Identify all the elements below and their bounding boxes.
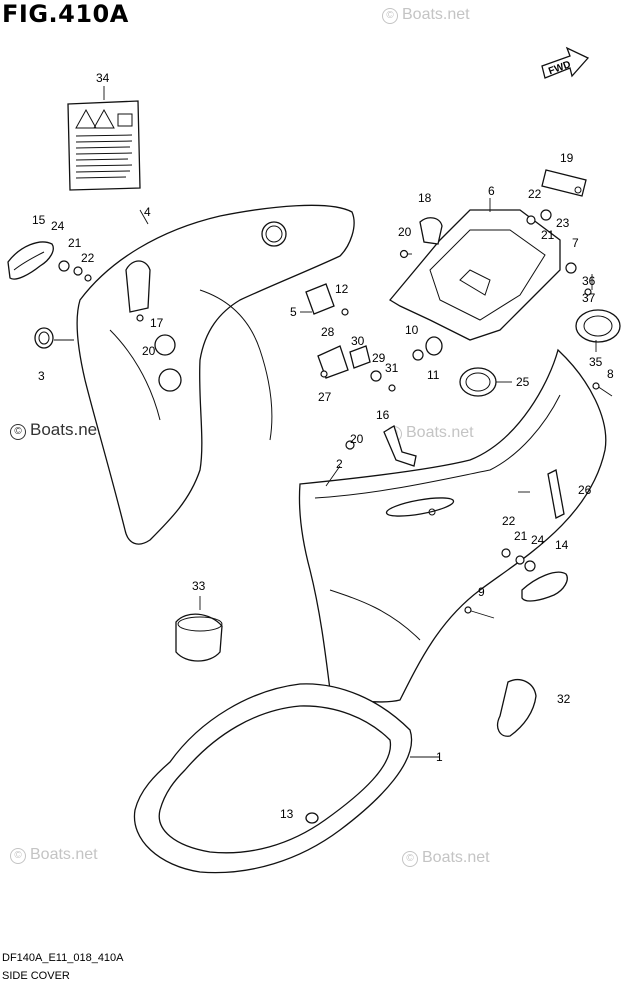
seal-boot-part-25: [459, 367, 512, 397]
callout-16: 16: [376, 408, 390, 422]
callout-4: 4: [144, 205, 151, 219]
figure-code: DF140A_E11_018_410A: [2, 952, 124, 964]
seal-frame-part-1: [133, 683, 430, 874]
callout-5: 5: [290, 305, 297, 319]
callout-13: 13: [280, 807, 294, 821]
callout-37: 37: [582, 291, 596, 305]
grommet-part-10: [412, 349, 424, 361]
callout-9: 9: [478, 585, 485, 599]
callout-leaders: [54, 274, 597, 758]
collar-part-35: [575, 309, 621, 343]
callout-2: 2: [336, 457, 343, 471]
callout-22a: 22: [81, 251, 95, 265]
watermark-mid-left: ©Boats.net: [10, 420, 102, 440]
callout-34: 34: [96, 71, 110, 85]
callout-30: 30: [351, 334, 365, 348]
figure-title: FIG.410A: [2, 0, 129, 28]
callout-22b: 22: [528, 187, 542, 201]
fasteners: [58, 209, 613, 619]
watermark-top: ©Boats.net: [382, 6, 470, 24]
handle-part-15: [7, 241, 54, 280]
left-side-cover-part-4: [76, 204, 355, 545]
callout-18: 18: [418, 191, 432, 205]
callout-29: 29: [372, 351, 386, 365]
grommet-tube-part-33: [175, 596, 223, 662]
watermark-bottom-right: ©Boats.net: [402, 849, 490, 867]
callout-27: 27: [318, 390, 332, 404]
callout-labels: 34 4 15 24 21 22 3 17 20 5 12 28 30 29 3…: [32, 71, 614, 821]
callout-3: 3: [38, 369, 45, 383]
lower-side-cover-part-2: [298, 348, 607, 703]
fwd-label: FWD: [547, 59, 572, 77]
plug-part-13: [305, 812, 319, 824]
callout-31: 31: [385, 361, 399, 375]
tie-strap-part-26: [547, 469, 565, 519]
callout-22c: 22: [502, 514, 516, 528]
callout-24a: 24: [51, 219, 65, 233]
callout-21a: 21: [68, 236, 82, 250]
grommet-part-3: [34, 327, 54, 349]
callout-20b: 20: [398, 225, 412, 239]
callout-19: 19: [560, 151, 574, 165]
callout-33: 33: [192, 579, 206, 593]
callout-7: 7: [572, 236, 579, 250]
bracket-part-6: [389, 198, 561, 341]
callout-24b: 24: [531, 533, 545, 547]
callout-21c: 21: [514, 529, 528, 543]
callout-17: 17: [150, 316, 164, 330]
callout-15: 15: [32, 213, 46, 227]
bracket-part-5: [305, 283, 335, 315]
warning-label-part-34: [67, 86, 141, 191]
callout-23: 23: [556, 216, 570, 230]
grommet-part-11: [425, 336, 443, 356]
callout-12: 12: [335, 282, 349, 296]
callout-20c: 20: [350, 432, 364, 446]
bracket-part-32: [496, 679, 537, 737]
watermark-bottom-left: ©Boats.net: [10, 846, 98, 864]
callout-8: 8: [607, 367, 614, 381]
callout-6: 6: [488, 184, 495, 198]
hook-part-16: [383, 425, 417, 467]
fwd-arrow-icon: FWD: [541, 46, 590, 79]
callout-1: 1: [436, 750, 443, 764]
callout-11: 11: [427, 368, 440, 382]
clamp-part-18: [419, 217, 443, 245]
callout-26: 26: [578, 483, 592, 497]
handle-part-14: [521, 571, 568, 602]
figure-caption: SIDE COVER: [2, 970, 70, 982]
callout-35: 35: [589, 355, 603, 369]
callout-10: 10: [405, 323, 419, 337]
callout-14: 14: [555, 538, 569, 552]
callout-21b: 21: [541, 228, 555, 242]
callout-32: 32: [557, 692, 571, 706]
callout-25: 25: [516, 375, 530, 389]
callout-36: 36: [582, 274, 596, 288]
callout-28: 28: [321, 325, 335, 339]
callout-20a: 20: [142, 344, 156, 358]
